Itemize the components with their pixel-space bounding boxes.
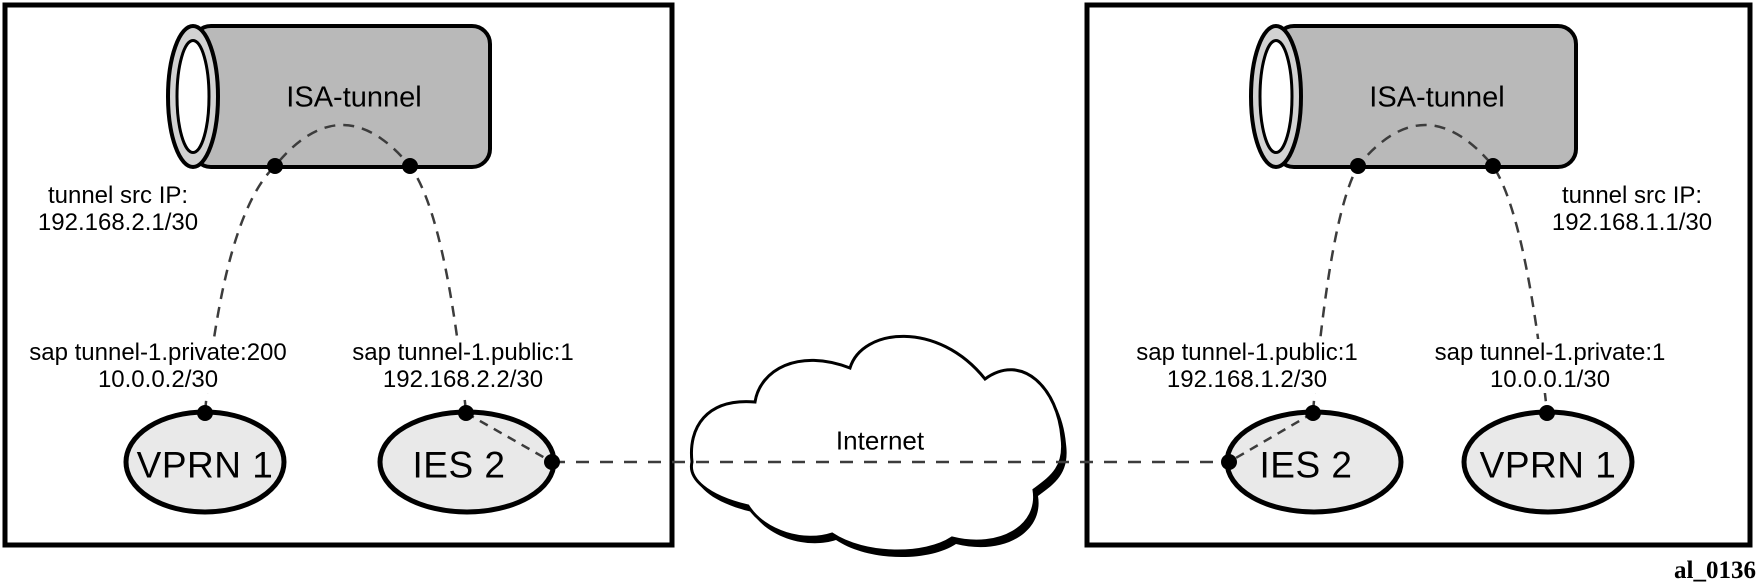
isa-tunnel-cylinder-right — [1249, 24, 1578, 169]
sap-dot-ies-right — [1305, 405, 1321, 421]
tunnel-endpoint-dot — [402, 158, 418, 174]
sap-line2: 192.168.1.2/30 — [1166, 366, 1328, 393]
tunnel-arch-left — [203, 123, 468, 413]
vprn-node-label-left: VPRN 1 — [136, 444, 274, 486]
sap-dot-ies-left — [458, 405, 474, 421]
tunnel-src-label-right: tunnel src IP: 192.168.1.1/30 — [1552, 182, 1712, 236]
tunnel-src-line1: tunnel src IP: — [1561, 182, 1703, 209]
tunnel-src-line1: tunnel src IP: — [47, 182, 189, 209]
cloud-outline — [689, 334, 1065, 553]
sap-label-private-left: sap tunnel-1.private:200 10.0.0.2/30 — [25, 339, 291, 393]
internet-label: Internet — [835, 425, 925, 456]
ies-internal-link-left — [465, 411, 553, 464]
sap-label-private-right: sap tunnel-1.private:1 10.0.0.1/30 — [1430, 339, 1670, 393]
tunnel-endpoint-dot — [267, 158, 283, 174]
cylinder-cap-inner — [175, 39, 211, 154]
tunnel-endpoint-dot — [1350, 158, 1366, 174]
isa-tunnel-cylinder-left — [166, 24, 492, 169]
tunnel-src-label-left: tunnel src IP: 192.168.2.1/30 — [38, 182, 198, 236]
tunnel-src-line2: 192.168.1.1/30 — [1551, 209, 1713, 236]
tunnel-src-line2: 192.168.2.1/30 — [37, 209, 199, 236]
figure-id-label: al_0136 — [1674, 557, 1756, 584]
sap-label-public-right: sap tunnel-1.public:1 192.168.1.2/30 — [1132, 339, 1362, 393]
isa-tunnel-label-left: ISA-tunnel — [286, 81, 422, 114]
vprn-node-label-right: VPRN 1 — [1479, 444, 1617, 486]
connection-dots — [197, 158, 1555, 470]
ies-node-label-right: IES 2 — [1259, 444, 1353, 486]
left-router-box — [2, 2, 675, 548]
internet-cloud — [689, 334, 1067, 558]
sap-line1: sap tunnel-1.private:200 — [29, 339, 287, 366]
internet-port-dot-right — [1221, 454, 1237, 470]
sap-line1: sap tunnel-1.public:1 — [352, 339, 574, 366]
right-router-box — [1084, 2, 1753, 548]
tunnel-arch-right — [1311, 123, 1549, 413]
sap-line1: sap tunnel-1.private:1 — [1434, 339, 1666, 366]
sap-dot-vprn-right — [1539, 405, 1555, 421]
tunnel-endpoint-dot — [1485, 158, 1501, 174]
sap-line2: 10.0.0.1/30 — [1489, 366, 1611, 393]
ies-internal-link-right — [1228, 411, 1314, 464]
sap-line2: 192.168.2.2/30 — [382, 366, 544, 393]
internet-port-dot-left — [544, 454, 560, 470]
isa-tunnel-label-right: ISA-tunnel — [1369, 81, 1505, 114]
sap-line2: 10.0.0.2/30 — [97, 366, 219, 393]
ies-node-label-left: IES 2 — [412, 444, 506, 486]
sap-dot-vprn-left — [197, 405, 213, 421]
cylinder-cap-inner — [1258, 39, 1294, 154]
sap-line1: sap tunnel-1.public:1 — [1136, 339, 1358, 366]
sap-label-public-left: sap tunnel-1.public:1 192.168.2.2/30 — [348, 339, 578, 393]
